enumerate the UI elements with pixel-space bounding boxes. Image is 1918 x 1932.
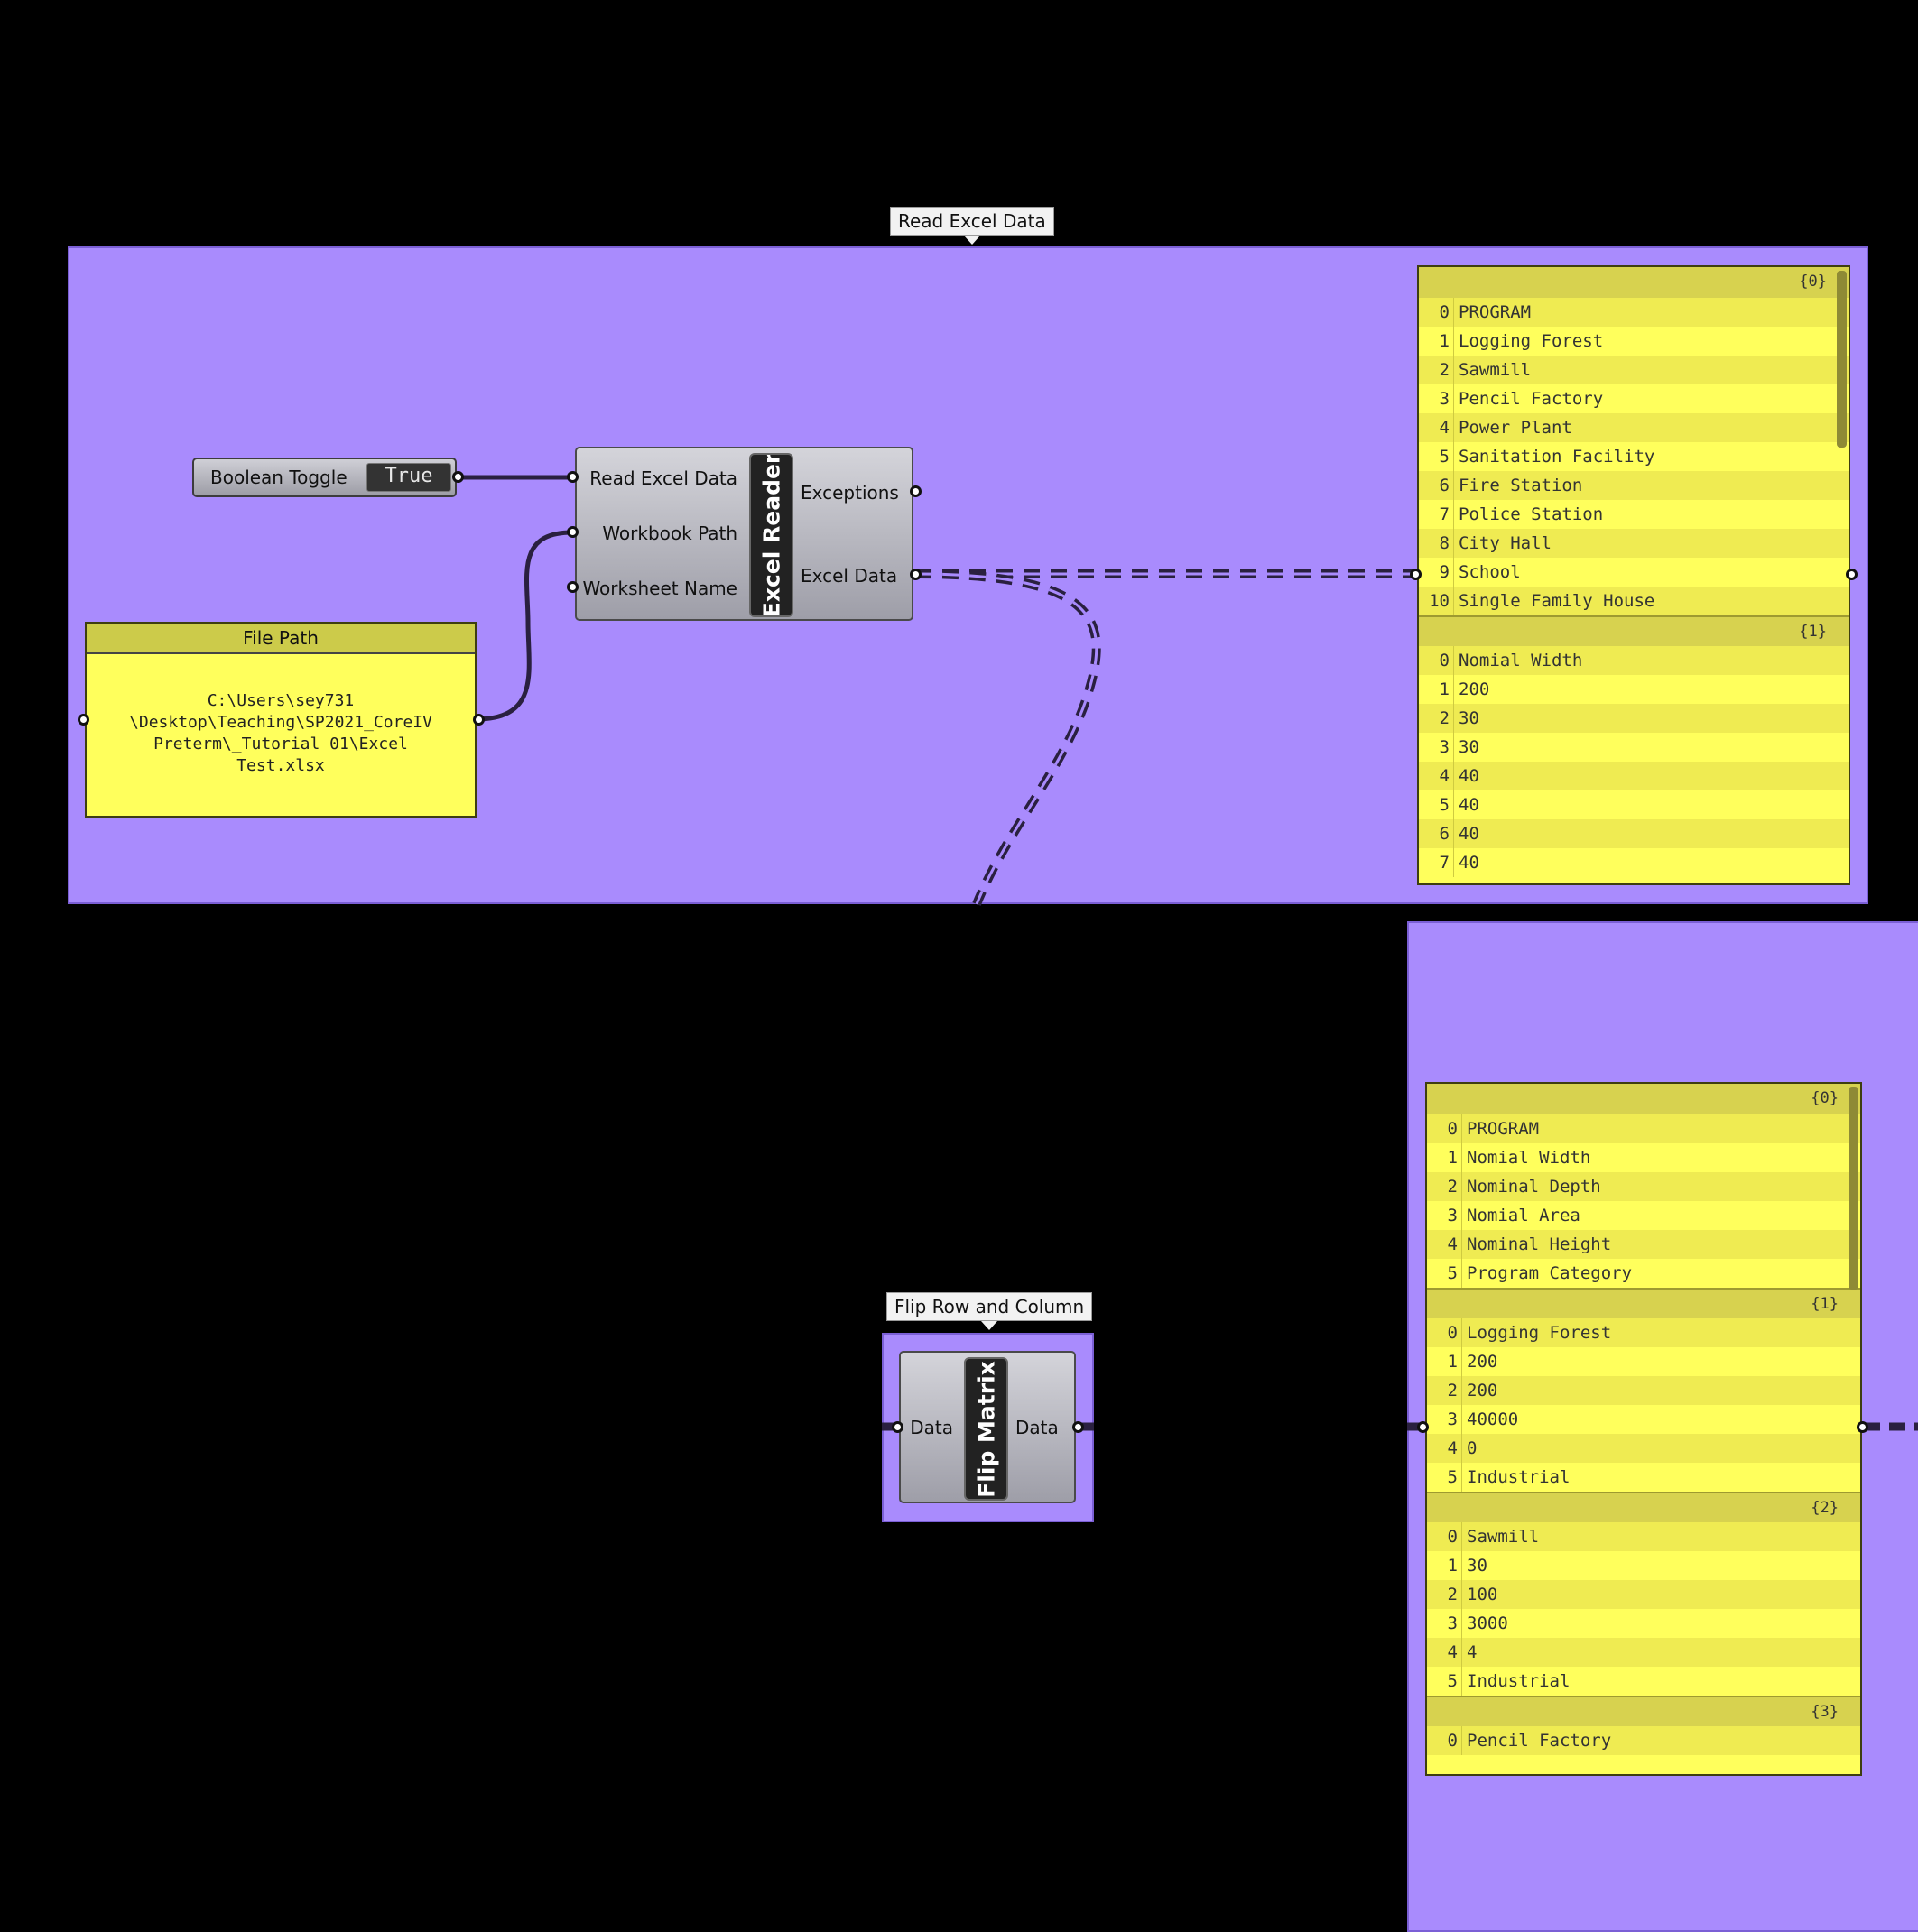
wire-filepath-to-reader [476, 530, 573, 722]
flip-matrix-output-grip[interactable] [1072, 1421, 1084, 1433]
excel-reader-component[interactable]: Read Excel Data Workbook Path Worksheet … [575, 447, 913, 621]
excel-reader-grip-read[interactable] [567, 471, 579, 483]
group-label-read-excel-data: Read Excel Data [890, 207, 1054, 245]
file-path-panel[interactable]: File Path C:\Users\sey731 \Desktop\Teach… [85, 622, 477, 818]
input-worksheet-name[interactable]: Worksheet Name [582, 578, 737, 599]
flip-matrix-input-data[interactable]: Data [910, 1417, 953, 1438]
scrollbar[interactable] [1849, 1087, 1858, 1290]
input-read-excel-data[interactable]: Read Excel Data [589, 467, 737, 489]
branch-header: {0} [1419, 267, 1849, 298]
file-path-panel-title: File Path [87, 624, 475, 654]
branch-header: {1} [1419, 615, 1849, 646]
flip-matrix-component[interactable]: Data Flip Matrix Data [899, 1351, 1076, 1503]
branch-header: {2} [1427, 1492, 1860, 1522]
scrollbar[interactable] [1837, 271, 1847, 448]
data-viewer-bottom-input-grip[interactable] [1417, 1421, 1429, 1433]
boolean-toggle-value[interactable]: True [366, 463, 451, 492]
flip-matrix-input-grip[interactable] [892, 1421, 903, 1433]
output-excel-data[interactable]: Excel Data [801, 565, 898, 587]
data-viewer-bottom-output-grip[interactable] [1857, 1421, 1868, 1433]
branch-header: {0} [1427, 1084, 1860, 1114]
flip-matrix-title-bar[interactable]: Flip Matrix [964, 1357, 1008, 1501]
branch-header: {3} [1427, 1696, 1860, 1726]
output-exceptions[interactable]: Exceptions [801, 482, 899, 504]
excel-reader-title-bar[interactable]: Excel Reader [749, 453, 793, 617]
file-path-input-grip[interactable] [78, 714, 89, 726]
file-path-output-grip[interactable] [473, 714, 485, 726]
flip-matrix-output-data[interactable]: Data [1015, 1417, 1059, 1438]
flip-matrix-title: Flip Matrix [973, 1360, 999, 1498]
boolean-toggle-output-grip[interactable] [452, 471, 464, 483]
group-label-flip-row-column: Flip Row and Column [886, 1292, 1093, 1330]
excel-reader-grip-workbook[interactable] [567, 526, 579, 538]
data-viewer-top-output-grip[interactable] [1846, 569, 1858, 580]
excel-reader-grip-exceptions[interactable] [910, 485, 922, 497]
boolean-toggle-label: Boolean Toggle [210, 467, 347, 488]
boolean-toggle[interactable]: Boolean Toggle True [192, 458, 457, 497]
excel-reader-title: Excel Reader [758, 453, 784, 617]
excel-reader-grip-worksheet[interactable] [567, 581, 579, 593]
file-path-text[interactable]: C:\Users\sey731 \Desktop\Teaching\SP2021… [129, 691, 432, 775]
input-workbook-path[interactable]: Workbook Path [602, 522, 737, 544]
data-viewer-top-input-grip[interactable] [1410, 569, 1422, 580]
branch-header: {1} [1427, 1288, 1860, 1318]
excel-reader-grip-excel-data[interactable] [910, 569, 922, 580]
